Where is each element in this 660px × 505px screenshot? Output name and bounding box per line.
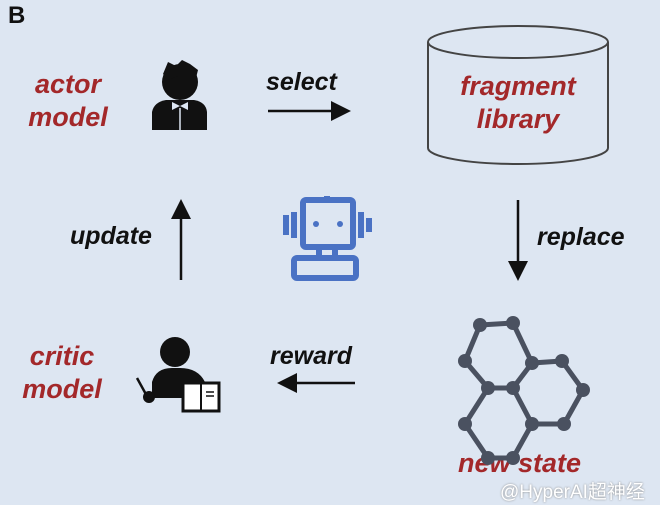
molecule-atom bbox=[576, 383, 590, 397]
molecule-bond bbox=[510, 321, 535, 365]
fragment-library-label: fragment library bbox=[438, 70, 598, 136]
molecule-atom bbox=[557, 417, 571, 431]
molecule-bond bbox=[462, 386, 491, 426]
database-cylinder-icon bbox=[427, 25, 609, 165]
critic-label-line1: critic bbox=[29, 341, 95, 371]
molecule-atom bbox=[555, 354, 569, 368]
library-label-line2: library bbox=[476, 104, 560, 134]
molecule-atom bbox=[473, 318, 487, 332]
critic-model-label: critic model bbox=[12, 340, 112, 406]
molecule-atom bbox=[481, 381, 495, 395]
molecule-atom bbox=[525, 417, 539, 431]
robot-icon bbox=[283, 196, 372, 281]
molecule-atom bbox=[458, 417, 472, 431]
actor-person-icon bbox=[152, 60, 207, 130]
molecule-atom bbox=[506, 451, 520, 465]
molecule-atom bbox=[525, 356, 539, 370]
select-label: select bbox=[266, 68, 337, 96]
actor-label-line2: model bbox=[28, 102, 108, 132]
replace-label: replace bbox=[537, 223, 625, 251]
critic-label-line2: model bbox=[22, 374, 102, 404]
library-label-line1: fragment bbox=[460, 71, 576, 101]
watermark: @HyperAI超神经 bbox=[500, 482, 645, 503]
teacher-icon bbox=[135, 337, 221, 413]
panel-label: B bbox=[8, 2, 26, 29]
new-state-label: new state bbox=[458, 448, 582, 478]
molecule-atom bbox=[481, 451, 495, 465]
reward-label: reward bbox=[270, 342, 352, 370]
actor-model-label: actor model bbox=[18, 68, 118, 134]
actor-label-line1: actor bbox=[34, 69, 102, 99]
molecule-atom bbox=[506, 381, 520, 395]
molecule-atom bbox=[506, 316, 520, 330]
molecule-icon bbox=[458, 316, 590, 465]
update-label: update bbox=[70, 222, 152, 250]
molecule-atom bbox=[458, 354, 472, 368]
